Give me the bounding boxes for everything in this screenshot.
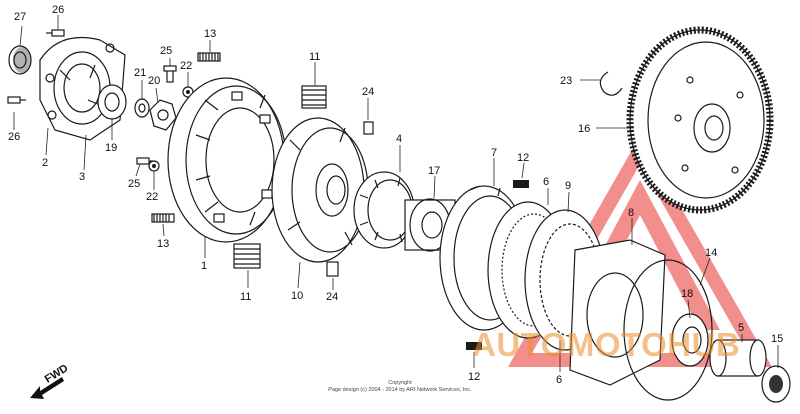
- callout-12-top: 12: [517, 152, 529, 164]
- part-24-rubber-top: [363, 121, 374, 135]
- callout-13-top: 13: [204, 28, 216, 40]
- callout-22-bottom: 22: [146, 191, 158, 203]
- part-12-bolt-top: [513, 180, 529, 188]
- part-26-bolt-bottom: [7, 96, 26, 104]
- watermark-text: AUTOMOTOHUB: [472, 326, 741, 363]
- callout-labels: 27 26 26 2 3 19 21 20 25 22 13 25 22 13 …: [8, 4, 783, 386]
- callout-25-bottom: 25: [128, 178, 140, 190]
- copyright-notice: Copyright Page design (c) 2004 - 2014 by…: [310, 380, 490, 394]
- callout-20: 20: [148, 75, 160, 87]
- callout-22-top: 22: [180, 60, 192, 72]
- part-11-spring-bottom: [233, 243, 261, 269]
- part-13-spring-bottom: [151, 213, 175, 223]
- callout-23: 23: [560, 75, 572, 87]
- part-10-plate: [271, 117, 369, 263]
- part-5-needle-bearing: [709, 339, 767, 377]
- callout-10: 10: [291, 290, 303, 302]
- callout-8: 8: [628, 207, 634, 219]
- part-20-cam: [149, 99, 177, 131]
- callout-26-bottom: 26: [8, 131, 20, 143]
- callout-17: 17: [428, 165, 440, 177]
- part-16-large-gear: [626, 26, 774, 214]
- part-18-gear: [671, 313, 709, 367]
- callout-4: 4: [396, 133, 402, 145]
- part-24-rubber-bottom: [326, 261, 339, 277]
- part-22-washer-bottom: [148, 160, 160, 172]
- part-4-one-way-clutch: [353, 171, 415, 249]
- part-12-bolt-bottom: [466, 342, 482, 350]
- part-19-bearing: [97, 84, 127, 120]
- part-26-bolt-top: [46, 29, 65, 37]
- callout-12-bottom: 12: [468, 371, 480, 383]
- callout-24-bottom: 24: [326, 291, 338, 303]
- callout-7: 7: [491, 147, 497, 159]
- callout-18: 18: [681, 288, 693, 300]
- part-14-snap-ring: [623, 259, 713, 401]
- callout-19: 19: [105, 142, 117, 154]
- copyright-line-1: Copyright: [388, 380, 412, 386]
- part-23-circlip: [599, 71, 623, 96]
- fwd-arrow-icon: [30, 377, 64, 399]
- callout-2: 2: [42, 157, 48, 169]
- callout-9: 9: [565, 180, 571, 192]
- callout-6-bottom: 6: [556, 374, 562, 386]
- callout-6-top: 6: [543, 176, 549, 188]
- part-11-spring-top: [301, 85, 327, 109]
- callout-13-bottom: 13: [157, 238, 169, 250]
- part-15-seal: [761, 365, 791, 403]
- copyright-line-2: Page design (c) 2004 - 2014 by ARI Netwo…: [328, 387, 472, 393]
- callout-26-top: 26: [52, 4, 64, 16]
- callout-25-top: 25: [160, 45, 172, 57]
- part-8-plate: [569, 239, 666, 386]
- callout-15: 15: [771, 333, 783, 345]
- callout-5: 5: [738, 322, 744, 334]
- part-25-screw-top: [163, 65, 177, 83]
- callout-27: 27: [14, 11, 26, 23]
- part-27-seal: [8, 45, 32, 75]
- callout-16: 16: [578, 123, 590, 135]
- part-13-spring-top: [197, 52, 221, 62]
- callout-11-top: 11: [309, 51, 320, 63]
- callout-3: 3: [79, 171, 85, 183]
- callout-14: 14: [705, 247, 717, 259]
- leader-lines: [13, 15, 779, 372]
- callout-11-bottom: 11: [240, 291, 251, 303]
- part-21-washer: [134, 98, 150, 118]
- callout-1: 1: [201, 260, 207, 272]
- callout-21: 21: [134, 67, 146, 79]
- callout-24-top: 24: [362, 86, 374, 98]
- part-1-drive-plate: [167, 77, 287, 243]
